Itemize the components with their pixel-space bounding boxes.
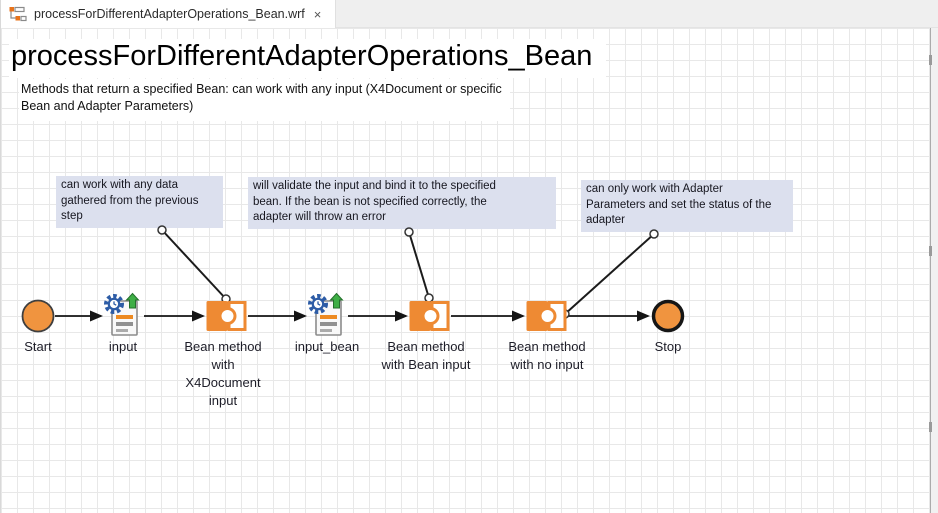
annotation-note[interactable]: can only work with Adapter Parameters an…	[581, 180, 793, 232]
workflow-icon	[9, 6, 27, 22]
gear-clock-icon	[308, 294, 328, 314]
mapping-document-icon	[308, 292, 344, 336]
editor-tab-bar: processForDifferentAdapterOperations_Bea…	[1, 0, 938, 28]
upload-arrow-icon	[329, 292, 344, 309]
node-label-bean-noinput[interactable]: Bean method with no input	[508, 339, 586, 372]
upload-arrow-icon	[125, 292, 140, 309]
vertical-scrollbar[interactable]	[929, 28, 938, 513]
annotation-note[interactable]: can work with any data gathered from the…	[56, 176, 223, 228]
scrollbar-mark	[929, 246, 932, 256]
page-title: processForDifferentAdapterOperations_Bea…	[9, 39, 607, 78]
start-event-icon	[21, 299, 55, 333]
node-start[interactable]	[20, 298, 56, 334]
node-bean-x4document[interactable]	[205, 296, 247, 336]
node-bean-beaninput[interactable]	[408, 296, 450, 336]
gear-clock-icon	[104, 294, 124, 314]
node-stop[interactable]	[650, 298, 686, 334]
node-label-stop[interactable]: Stop	[654, 339, 682, 354]
node-label-input[interactable]: input	[108, 339, 138, 354]
node-label-bean-beaninput[interactable]: Bean method with Bean input	[381, 339, 471, 372]
bean-adapter-puzzle-icon	[206, 301, 247, 331]
node-input[interactable]	[104, 292, 142, 338]
node-label-start[interactable]: Start	[24, 339, 52, 354]
tab-title: processForDifferentAdapterOperations_Bea…	[34, 7, 305, 21]
scrollbar-mark	[929, 55, 932, 65]
bean-adapter-puzzle-icon	[526, 301, 567, 331]
end-event-icon	[651, 299, 685, 333]
mapping-document-icon	[104, 292, 140, 336]
node-label-input-bean[interactable]: input_bean	[294, 339, 360, 354]
node-label-bean-x4document[interactable]: Bean method with X4Document input	[184, 339, 262, 408]
annotation-note[interactable]: will validate the input and bind it to t…	[248, 177, 556, 229]
bean-adapter-puzzle-icon	[409, 301, 450, 331]
scrollbar-mark	[929, 422, 932, 432]
node-bean-noinput[interactable]	[525, 296, 567, 336]
tab-process-wrf[interactable]: processForDifferentAdapterOperations_Bea…	[1, 0, 337, 28]
close-icon[interactable]: ×	[313, 6, 322, 22]
node-input-bean[interactable]	[308, 292, 346, 338]
page-description: Methods that return a specified Bean: ca…	[19, 79, 510, 121]
